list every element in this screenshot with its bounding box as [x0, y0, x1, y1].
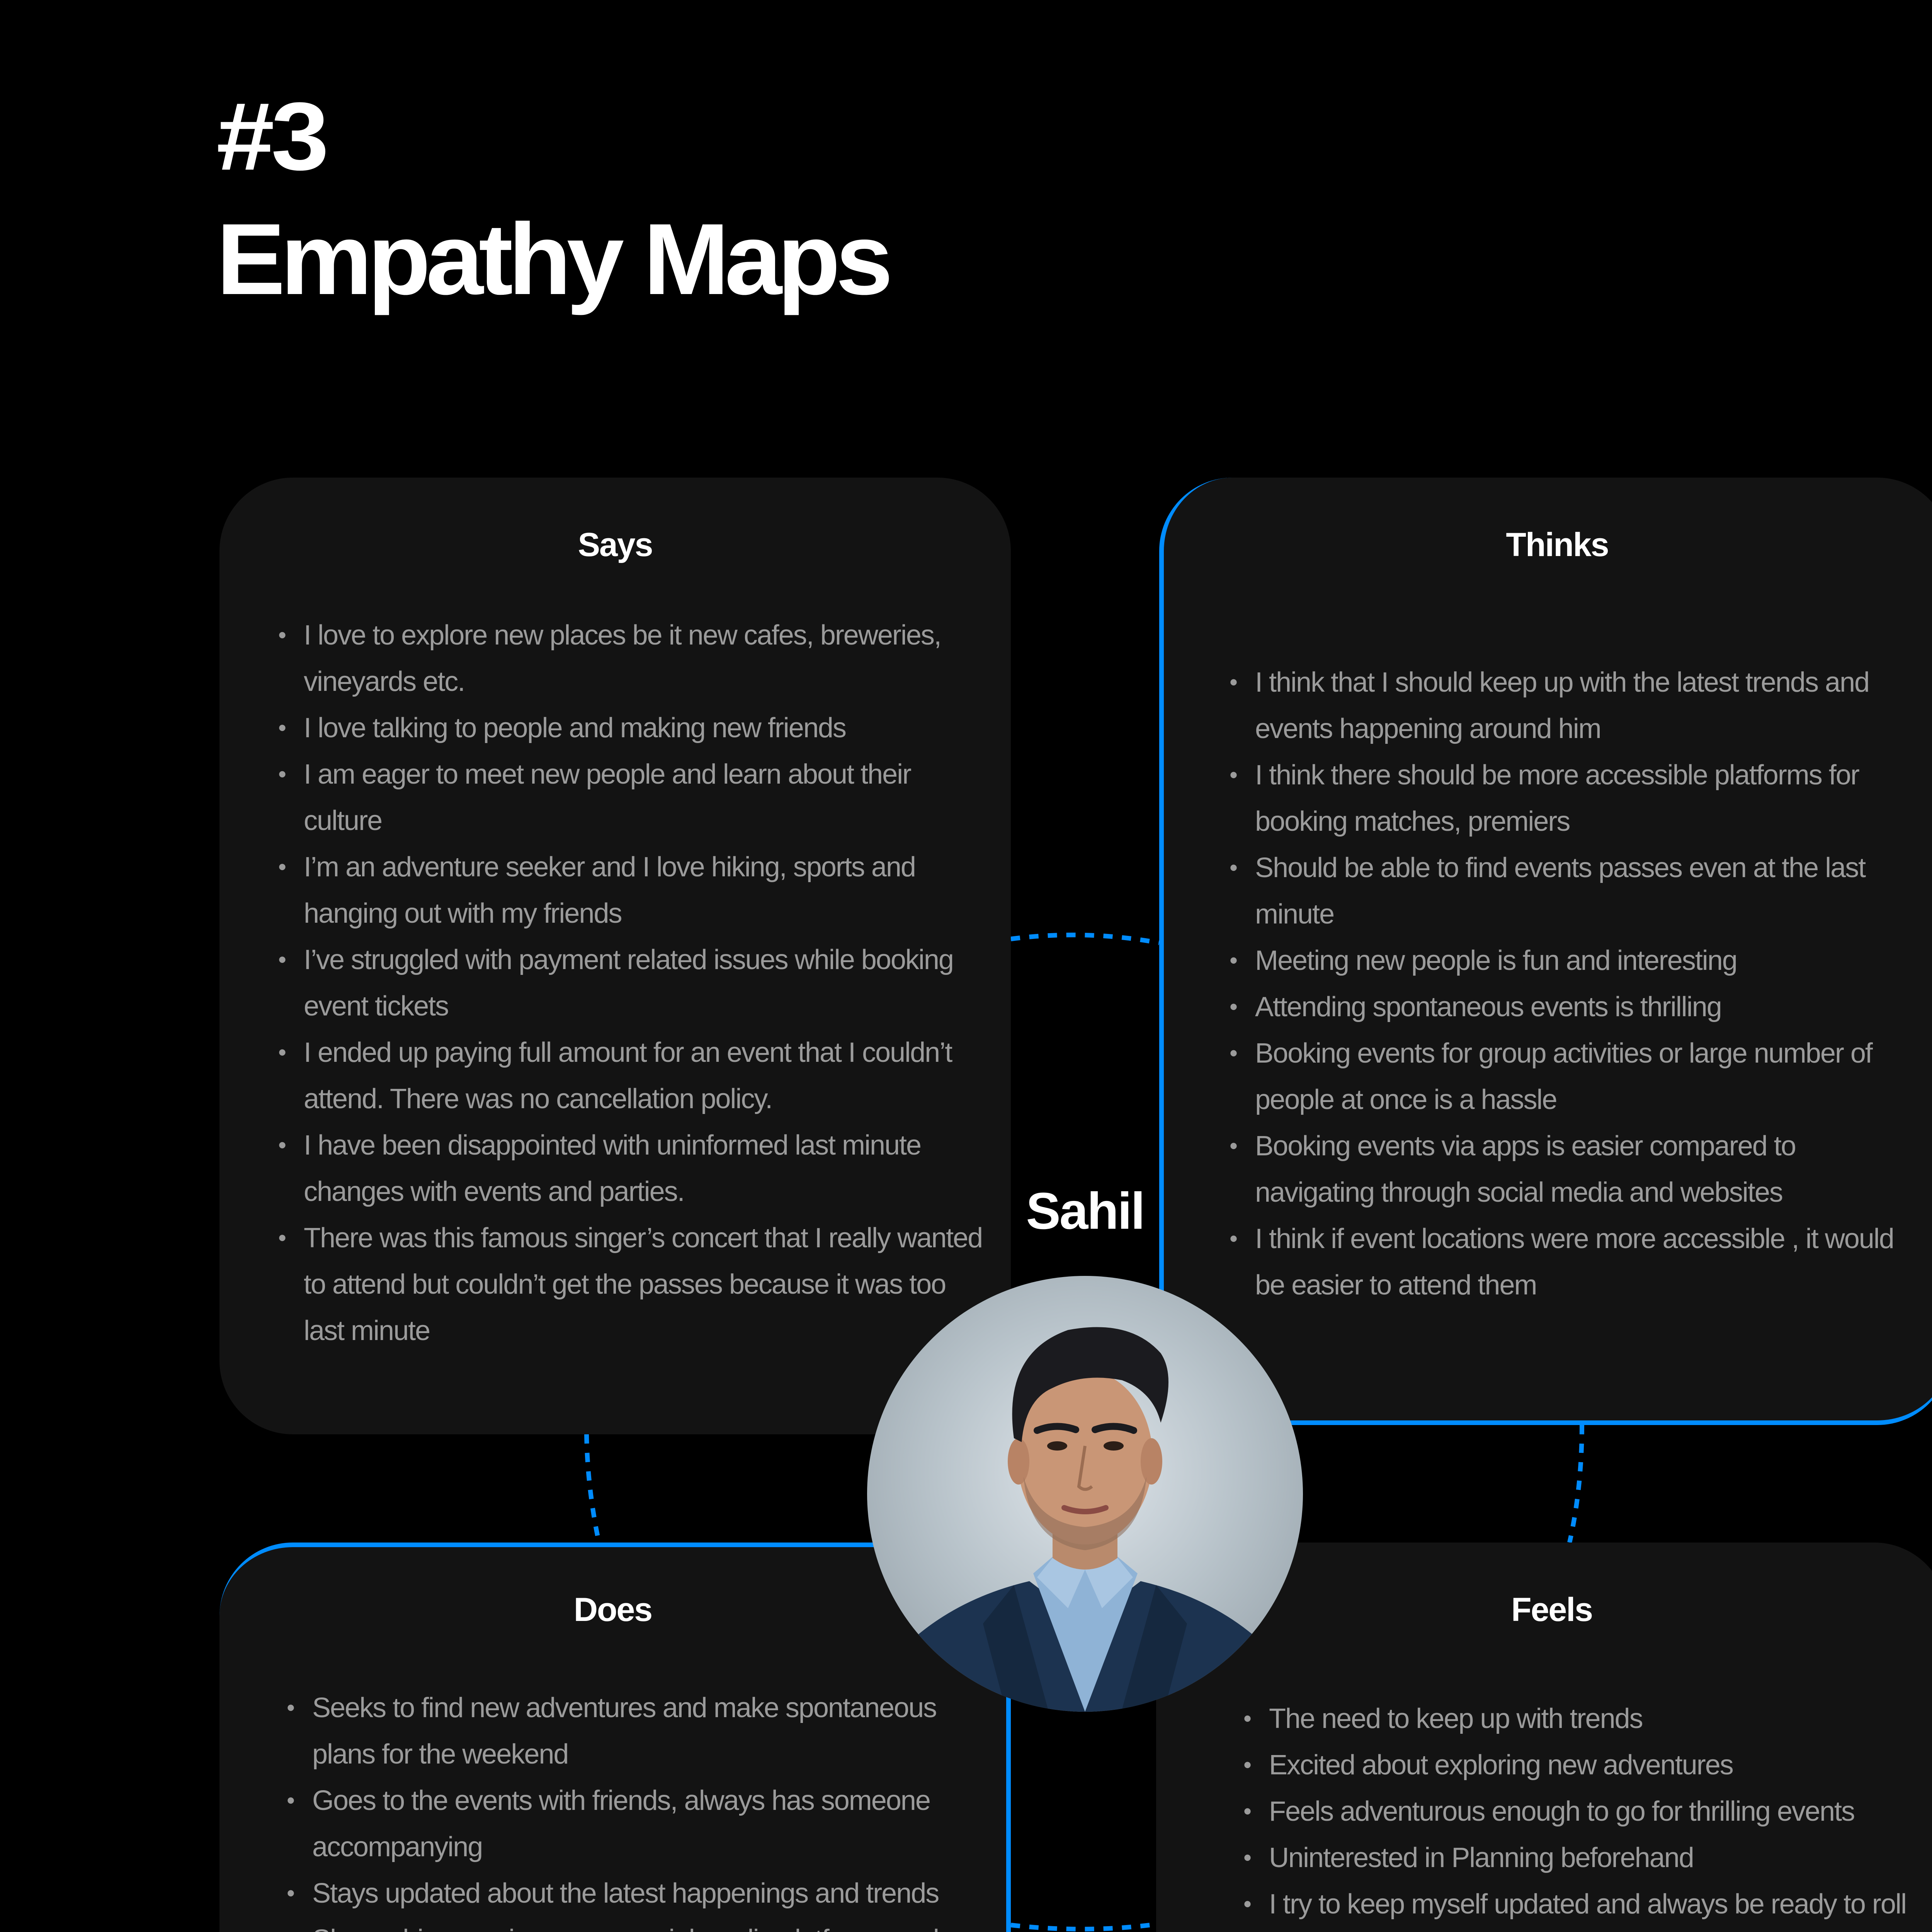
- list-item: •Shares his experiences on social media …: [287, 1917, 977, 1932]
- bullet-icon: •: [278, 854, 286, 880]
- bullet-icon: •: [1230, 1133, 1238, 1159]
- quadrant-title: Does: [573, 1591, 653, 1628]
- bullet-icon: •: [287, 1917, 295, 1932]
- page-title: Empathy Maps: [216, 202, 893, 316]
- connector-says-does: [584, 1434, 601, 1543]
- list-item: •Attending spontaneous events is thrilli…: [1230, 984, 1920, 1030]
- persona-name: Sahil: [1026, 1182, 1145, 1240]
- connector-thinks-feels: [1567, 1425, 1584, 1543]
- quadrant-says: Says •I love to explore new places be it…: [219, 478, 1011, 1434]
- list-item: •I love talking to people and making new…: [278, 705, 984, 751]
- bullet-icon: •: [278, 947, 286, 973]
- bullet-icon: •: [278, 1132, 286, 1158]
- bullet-icon: •: [287, 1787, 295, 1813]
- list-item: •Uninterested in Planning beforehand: [1243, 1835, 1926, 1881]
- list-item: •I am eager to meet new people and learn…: [278, 751, 984, 844]
- bullet-icon: •: [1230, 947, 1238, 973]
- bullet-icon: •: [278, 715, 286, 741]
- list-item: •Gets bored when the booking process isn…: [1269, 1927, 1926, 1932]
- list-item: •Goes to the events with friends, always…: [287, 1777, 977, 1870]
- quadrant-does: Does •Seeks to find new adventures and m…: [219, 1543, 1011, 1932]
- bullet-icon: •: [1230, 762, 1238, 788]
- bullet-icon: •: [278, 622, 286, 648]
- says-list: •I love to explore new places be it new …: [278, 612, 984, 1354]
- list-item: •The need to keep up with trends: [1243, 1696, 1926, 1742]
- quadrant-title: Says: [578, 526, 653, 563]
- bullet-icon: •: [278, 1225, 286, 1251]
- quadrant-feels: Feels •The need to keep up with trends •…: [1156, 1543, 1932, 1932]
- bullet-icon: •: [1243, 1845, 1252, 1871]
- list-item: •Seeks to find new adventures and make s…: [287, 1685, 977, 1777]
- avatar: [867, 1276, 1303, 1712]
- list-item: •I’m an adventure seeker and I love hiki…: [278, 844, 984, 937]
- list-item: •I have been disappointed with uninforme…: [278, 1122, 984, 1215]
- bullet-icon: •: [1243, 1798, 1252, 1824]
- section-number: #3: [216, 82, 329, 190]
- list-item: •I love to explore new places be it new …: [278, 612, 984, 705]
- connector-says-thinks: [1010, 932, 1160, 945]
- list-item: •I try to keep myself updated and always…: [1243, 1881, 1926, 1927]
- list-item: •I think if event locations were more ac…: [1230, 1216, 1920, 1308]
- list-item: •Feels adventurous enough to go for thri…: [1243, 1788, 1926, 1835]
- bullet-icon: •: [1243, 1752, 1252, 1778]
- bullet-icon: •: [1243, 1891, 1252, 1917]
- bullet-icon: •: [1243, 1927, 1251, 1932]
- quadrant-title: Thinks: [1506, 526, 1609, 563]
- list-item: •I ended up paying full amount for an ev…: [278, 1029, 984, 1122]
- person-portrait-icon: [890, 1327, 1281, 1712]
- bullet-icon: •: [287, 1695, 295, 1721]
- bullet-icon: •: [1230, 1226, 1238, 1252]
- bullet-icon: •: [1243, 1706, 1252, 1731]
- list-item: •I think that I should keep up with the …: [1230, 659, 1920, 752]
- feels-list: •The need to keep up with trends •Excite…: [1243, 1696, 1926, 1932]
- bullet-icon: •: [278, 761, 286, 787]
- connector-does-feels: [1010, 1922, 1156, 1932]
- bullet-icon: •: [1230, 669, 1238, 695]
- bullet-icon: •: [1230, 994, 1238, 1020]
- list-item: •Stays updated about the latest happenin…: [287, 1870, 977, 1917]
- quadrant-title: Feels: [1511, 1591, 1593, 1628]
- bullet-icon: •: [1230, 1040, 1238, 1066]
- bullet-icon: •: [1230, 855, 1238, 881]
- does-list: •Seeks to find new adventures and make s…: [287, 1685, 977, 1932]
- bullet-icon: •: [287, 1880, 295, 1906]
- list-item: •Excited about exploring new adventures: [1243, 1742, 1926, 1788]
- list-item: •I’ve struggled with payment related iss…: [278, 937, 984, 1029]
- thinks-list: •I think that I should keep up with the …: [1230, 659, 1920, 1308]
- list-item: •Meeting new people is fun and interesti…: [1230, 937, 1920, 984]
- list-item: •I think there should be more accessible…: [1230, 752, 1920, 845]
- list-item: •Booking events via apps is easier compa…: [1230, 1123, 1920, 1216]
- list-item: •Booking events for group activities or …: [1230, 1030, 1920, 1123]
- list-item: •Should be able to find events passes ev…: [1230, 845, 1920, 937]
- list-item: •There was this famous singer’s concert …: [278, 1215, 984, 1354]
- bullet-icon: •: [278, 1039, 286, 1065]
- quadrant-thinks: Thinks •I think that I should keep up wi…: [1159, 478, 1932, 1425]
